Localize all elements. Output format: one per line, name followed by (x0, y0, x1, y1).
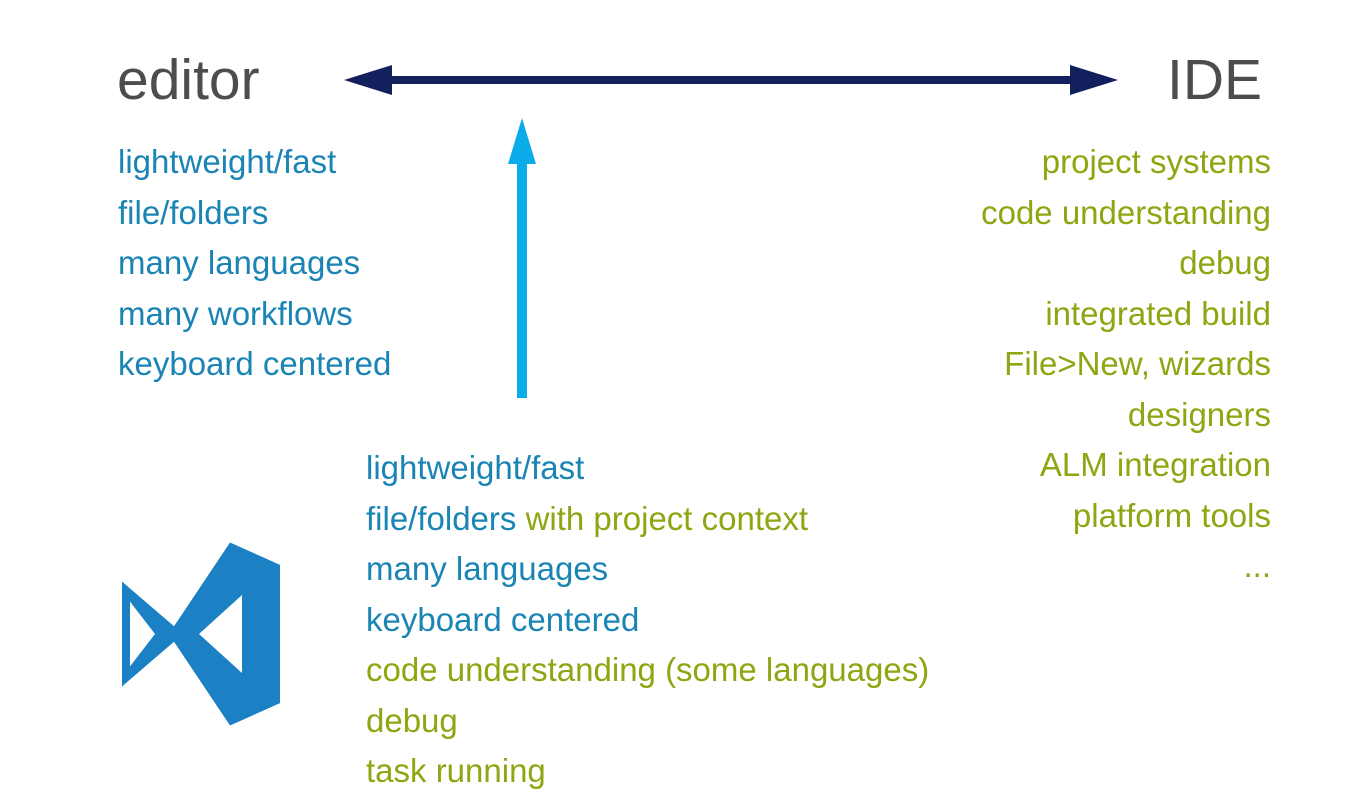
list-item: designers (1127, 395, 1271, 433)
list-item: code understanding (981, 193, 1271, 231)
list-item-segment: code understanding (some languages) (366, 651, 930, 688)
list-item: lightweight/fast (366, 443, 929, 494)
list-item-segment: file/folders (366, 499, 517, 537)
list-item: keyboard centered (366, 595, 929, 646)
editor-heading: editor (117, 48, 260, 112)
list-item: integrated build (1045, 294, 1271, 332)
vscode-feature-list: lightweight/fast file/folders with projec… (366, 443, 929, 797)
editor-ide-spectrum-arrow-icon (344, 65, 1118, 95)
up-arrow-icon (508, 118, 536, 398)
list-item-segment: debug (366, 701, 458, 739)
list-item: code understanding (some languages) (366, 645, 929, 696)
ide-feature-list: project systems code understanding debug in… (981, 137, 1271, 592)
list-item: ... (1243, 547, 1271, 584)
editor-feature-list: lightweight/fast file/folders many languag… (118, 137, 391, 390)
list-item: task running (366, 746, 929, 797)
list-item: many languages (366, 544, 929, 595)
list-item-segment: many languages (366, 550, 609, 587)
list-item: project systems (1041, 143, 1271, 180)
list-item-segment: lightweight/fast (366, 449, 585, 486)
list-item: many workflows (118, 294, 353, 332)
ide-heading: IDE (1167, 48, 1263, 112)
list-item: file/folders with project context (366, 494, 929, 545)
list-item: debug (1179, 244, 1271, 281)
vscode-logo-icon (122, 542, 280, 726)
list-item: platform tools (1072, 496, 1271, 534)
list-item: keyboard centered (118, 345, 392, 382)
list-item-segment: task running (366, 752, 546, 789)
list-item: File>New, wizards (1004, 345, 1271, 382)
list-item-segment: keyboard centered (366, 600, 640, 638)
list-item: ALM integration (1039, 446, 1271, 483)
list-item: lightweight/fast (118, 143, 337, 180)
list-item: file/folders (118, 193, 269, 231)
list-item: debug (366, 696, 929, 747)
list-item: many languages (118, 244, 361, 281)
list-item-segment: with project context (516, 499, 809, 537)
